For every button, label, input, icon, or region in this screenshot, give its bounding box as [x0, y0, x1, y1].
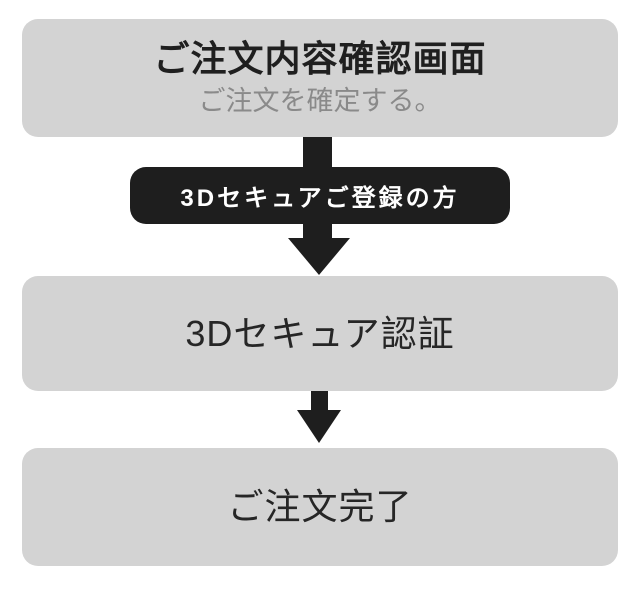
badge-label: 3Dセキュアご登録の方: [180, 185, 460, 212]
3d-secure-registered-badge: 3Dセキュアご登録の方: [130, 167, 510, 224]
step-subtitle: ご注文を確定する。: [198, 86, 442, 117]
step-order-confirmation-screen: ご注文内容確認画面 ご注文を確定する。: [22, 19, 618, 137]
step-3d-secure-authentication: 3Dセキュア認証: [22, 276, 618, 391]
down-arrow-stem: [311, 391, 328, 411]
down-arrow-head-icon: [297, 410, 341, 443]
down-arrow-head-icon: [288, 238, 350, 275]
step-title: ご注文完了: [227, 486, 413, 528]
step-title: ご注文内容確認画面: [153, 37, 487, 79]
step-title: 3Dセキュア認証: [185, 312, 455, 354]
step-order-complete: ご注文完了: [22, 448, 618, 566]
